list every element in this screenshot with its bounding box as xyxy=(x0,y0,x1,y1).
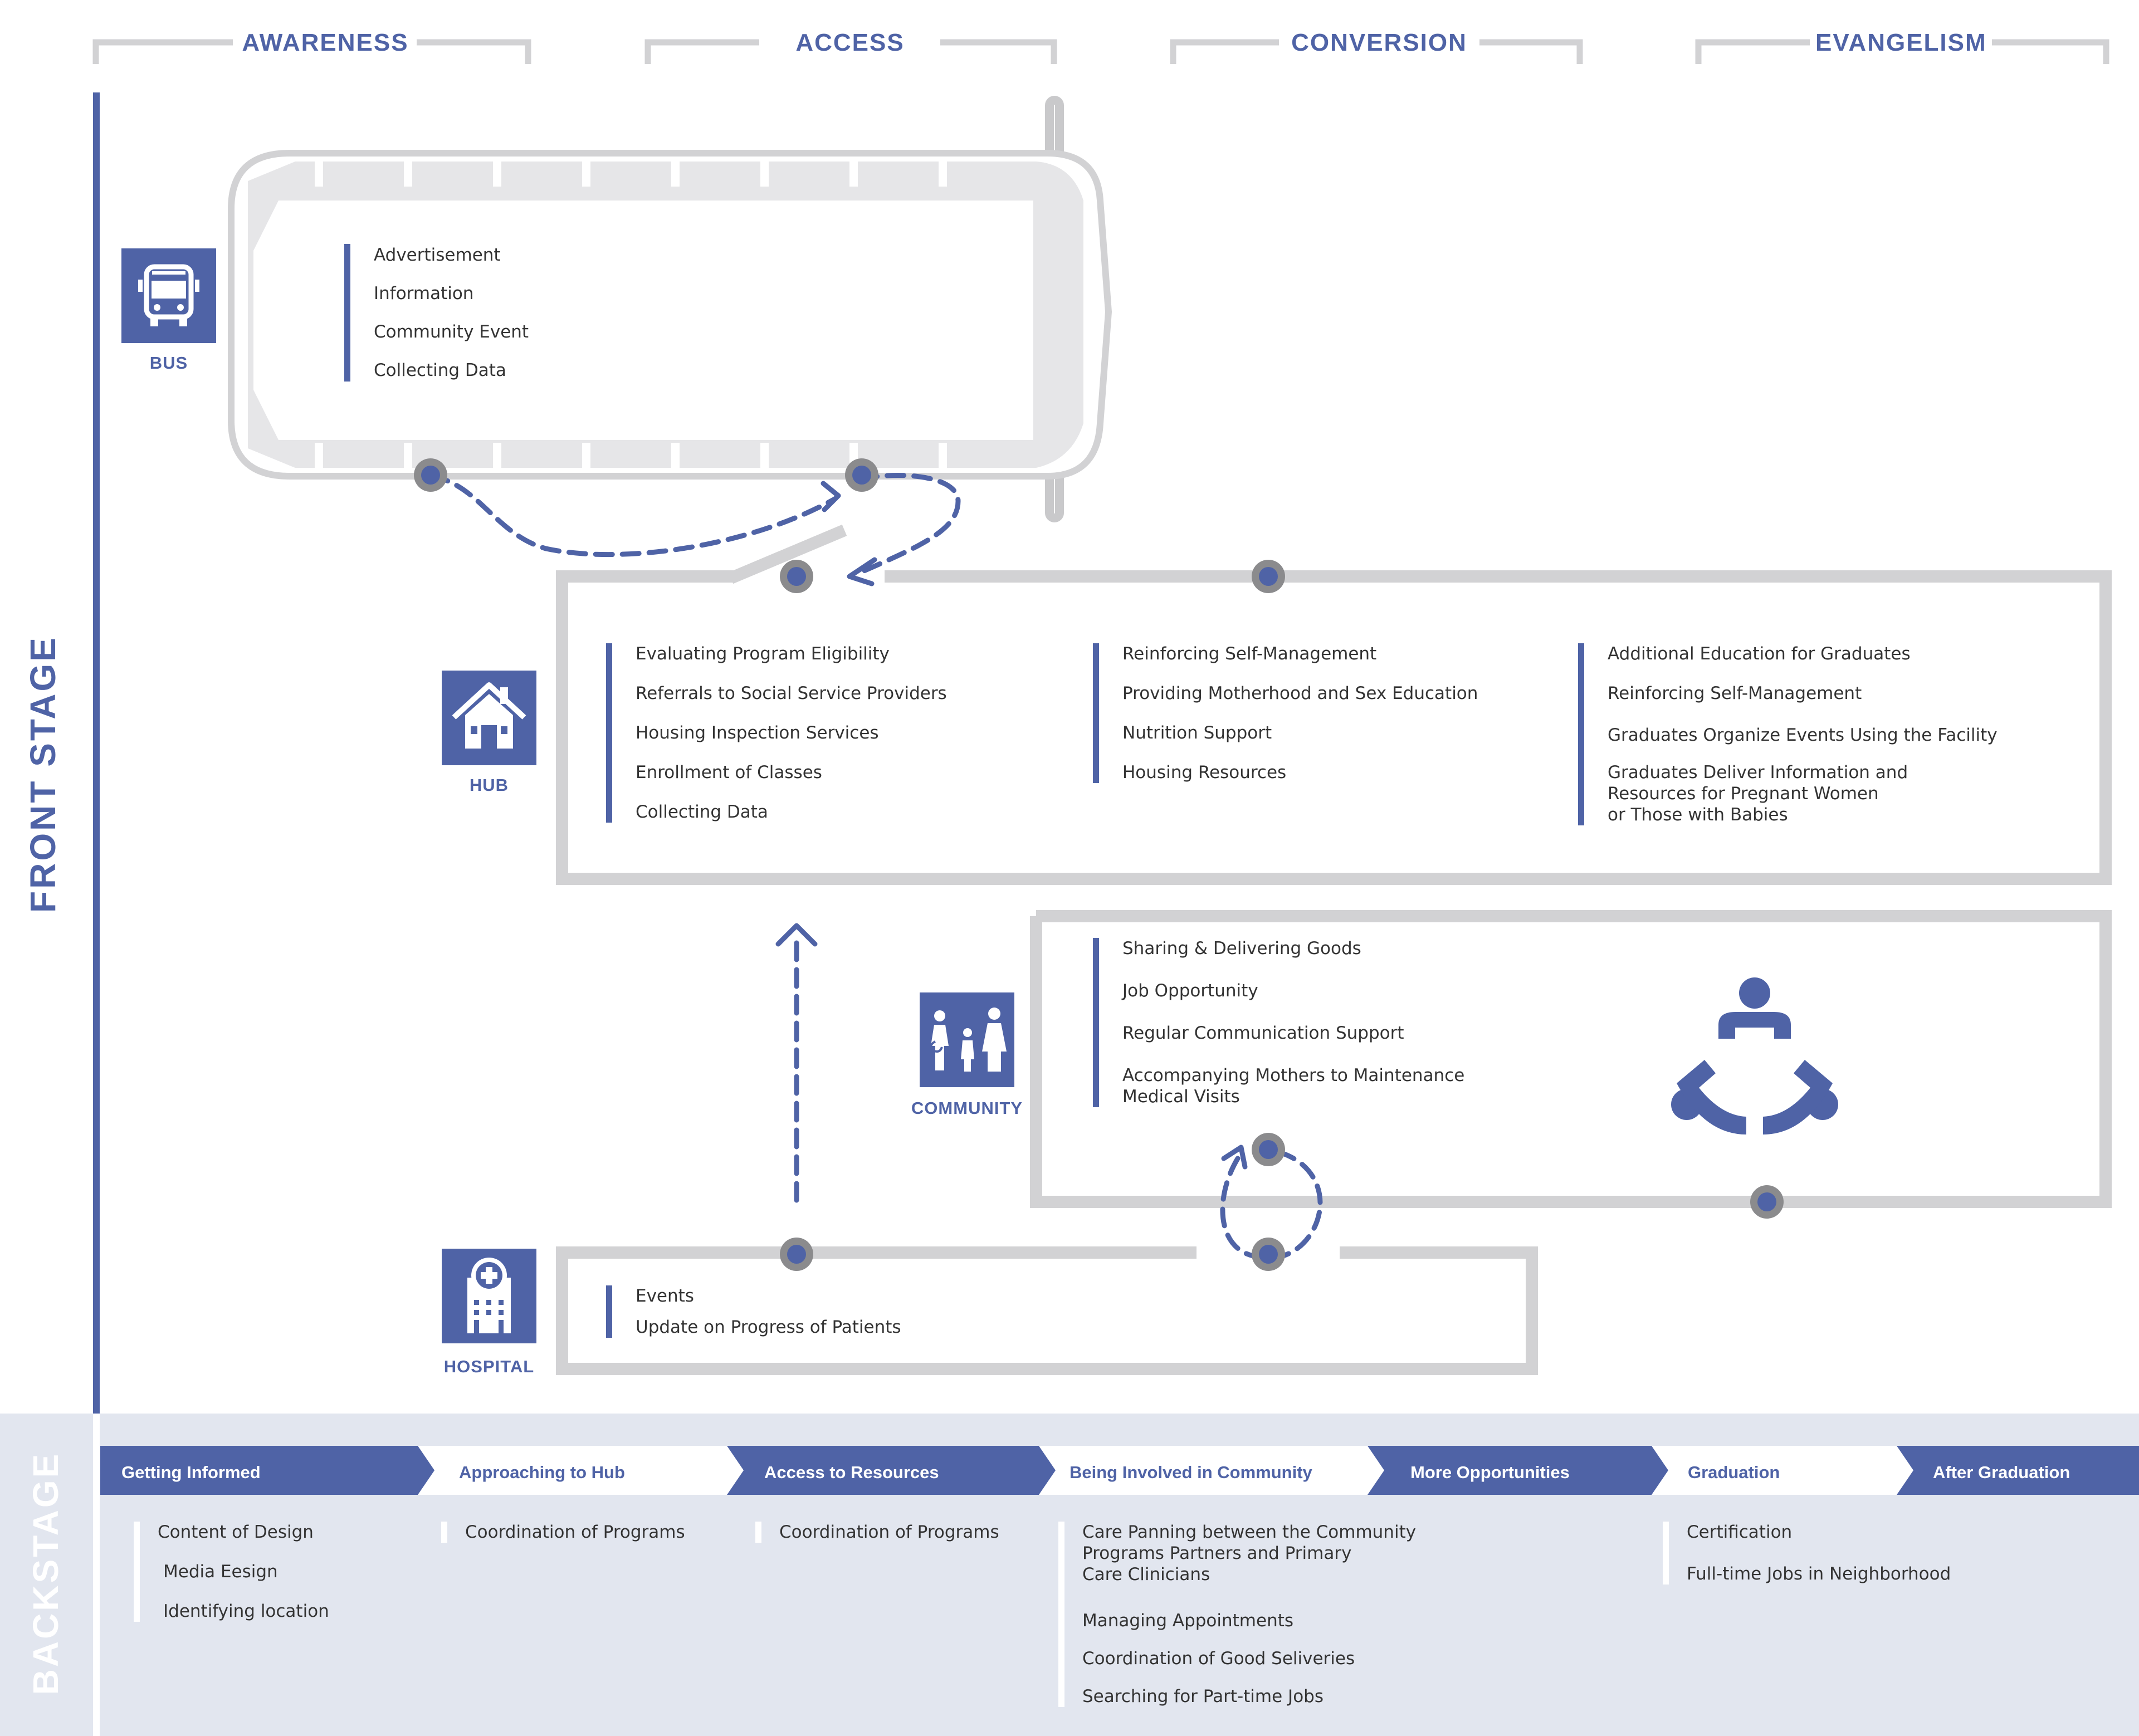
list-item: Information xyxy=(374,283,474,304)
front-stage-rail xyxy=(93,92,100,1414)
list-item: Collecting Data xyxy=(636,802,768,822)
list-item: Sharing & Delivering Goods xyxy=(1122,938,1361,959)
phase-conversion: CONVERSION xyxy=(1291,29,1467,56)
list-item: Referrals to Social Service Providers xyxy=(636,683,947,703)
list-item: Housing Inspection Services xyxy=(636,723,879,743)
step-graduation: Graduation xyxy=(1688,1463,1780,1482)
bus-icon xyxy=(121,248,216,343)
list-item: Reinforcing Self-Management xyxy=(1122,644,1377,664)
phase-awareness: AWARENESS xyxy=(242,29,409,56)
backstage-list-2: Coordination of Programs xyxy=(441,1522,685,1543)
bus-outline xyxy=(228,96,1112,522)
hub-label: HUB xyxy=(469,775,509,795)
list-item: Reinforcing Self-Management xyxy=(1608,683,1862,703)
backstage-list-5: Certification Full-time Jobs in Neighbor… xyxy=(1663,1522,1951,1585)
list-item: Providing Motherhood and Sex Education xyxy=(1122,683,1478,703)
list-item: Community Event xyxy=(374,322,529,342)
list-item: Graduates Deliver Information and Resour… xyxy=(1608,762,1908,825)
list-item: Housing Resources xyxy=(1122,762,1287,783)
backstage-list-4: Care Panning between the Community Progr… xyxy=(1058,1522,1416,1707)
list-item: Job Opportunity xyxy=(1122,981,1258,1001)
list-item: Evaluating Program Eligibility xyxy=(636,644,890,664)
step-approaching-hub: Approaching to Hub xyxy=(459,1463,625,1482)
list-item: Identifying location xyxy=(163,1601,329,1621)
journey-steps xyxy=(100,1446,2139,1495)
backstage-list-1: Content of Design Media Eesign Identifyi… xyxy=(134,1522,329,1622)
list-item: Coordination of Programs xyxy=(465,1522,685,1542)
list-item: Care Panning between the Community Progr… xyxy=(1082,1522,1417,1585)
step-after-graduation: After Graduation xyxy=(1933,1463,2070,1482)
list-item: Certification xyxy=(1687,1522,1793,1542)
family-icon xyxy=(920,992,1014,1087)
list-item: Update on Progress of Patients xyxy=(636,1317,901,1337)
house-icon xyxy=(442,671,536,765)
list-item: Managing Appointments xyxy=(1082,1611,1294,1631)
hub-column-1: Evaluating Program Eligibility Referrals… xyxy=(606,643,947,823)
list-item: Additional Education for Graduates xyxy=(1608,644,1911,664)
step-being-involved: Being Involved in Community xyxy=(1070,1463,1312,1482)
step-more-opportunities: More Opportunities xyxy=(1410,1463,1570,1482)
list-item: Content of Design xyxy=(158,1522,314,1542)
community-label: COMMUNITY xyxy=(911,1098,1023,1118)
list-item: Full-time Jobs in Neighborhood xyxy=(1687,1564,1951,1584)
backstage-list-3: Coordination of Programs xyxy=(755,1522,999,1543)
list-item: Searching for Part-time Jobs xyxy=(1082,1686,1324,1706)
list-item: Collecting Data xyxy=(374,360,506,380)
list-item: Regular Communication Support xyxy=(1122,1023,1404,1043)
list-item: Accompanying Mothers to Maintenance Medi… xyxy=(1122,1065,1465,1107)
group-icon xyxy=(1671,977,1838,1134)
step-access-resources: Access to Resources xyxy=(764,1463,939,1482)
backstage-rail xyxy=(93,1414,100,1736)
step-getting-informed: Getting Informed xyxy=(121,1463,261,1482)
bus-items: Advertisement Information Community Even… xyxy=(344,244,529,382)
list-item: Nutrition Support xyxy=(1122,723,1272,743)
list-item: Graduates Organize Events Using the Faci… xyxy=(1608,725,1998,745)
list-item: Coordination of Programs xyxy=(779,1522,999,1542)
hub-column-2: Reinforcing Self-Management Providing Mo… xyxy=(1093,643,1478,783)
phase-evangelism: EVANGELISM xyxy=(1815,29,1987,56)
list-item: Advertisement xyxy=(374,245,501,265)
list-item: Events xyxy=(636,1286,694,1306)
list-item: Media Eesign xyxy=(163,1562,278,1582)
hospital-label: HOSPITAL xyxy=(443,1357,535,1376)
phase-brackets xyxy=(92,39,2109,64)
list-item: Enrollment of Classes xyxy=(636,762,822,783)
hub-column-3: Additional Education for Graduates Reinf… xyxy=(1578,643,1998,825)
bus-label: BUS xyxy=(149,353,188,373)
phase-access: ACCESS xyxy=(795,29,905,56)
list-item: Coordination of Good Seliveries xyxy=(1082,1649,1355,1669)
community-items: Sharing & Delivering Goods Job Opportuni… xyxy=(1093,938,1464,1107)
journey-paths xyxy=(414,458,2112,1375)
hospital-items: Events Update on Progress of Patients xyxy=(606,1285,901,1338)
hospital-icon xyxy=(442,1249,536,1343)
